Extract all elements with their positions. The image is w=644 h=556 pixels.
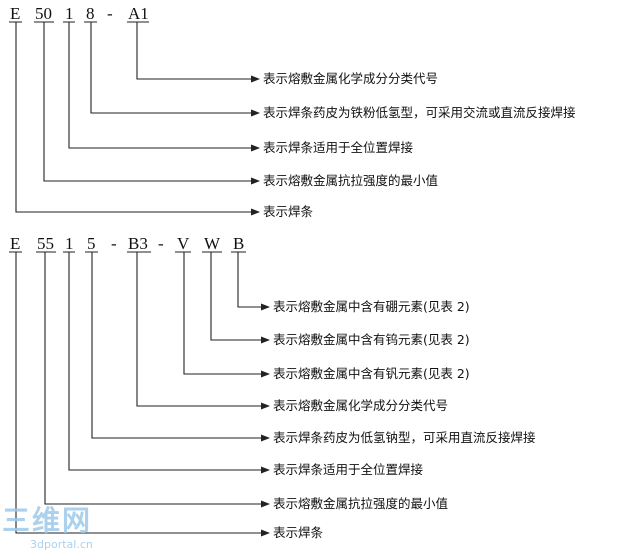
leader-1-position [68, 22, 254, 149]
code-2-strength: 55 [37, 234, 54, 253]
leader-2-e [15, 252, 264, 534]
code-1-strength: 50 [35, 4, 52, 23]
code-1-chem: A1 [128, 4, 149, 23]
code-1-coating: 8 [86, 4, 95, 23]
watermark-url: 3dportal.cn [30, 538, 93, 551]
code-2-dash-2: - [158, 234, 164, 253]
watermark: 三维网 3dportal.cn [2, 504, 93, 551]
code-1-position: 1 [65, 4, 74, 23]
label-1-coating: 表示焊条药皮为铁粉低氢型，可采用交流或直流反接焊接 [263, 105, 576, 120]
label-1-position: 表示焊条适用于全位置焊接 [263, 140, 414, 155]
code-1-dash: - [107, 4, 113, 23]
label-2-chem: 表示熔敷金属化学成分分类代号 [273, 398, 448, 413]
code-2-v: V [177, 234, 190, 253]
arrow-2-chem [261, 402, 270, 410]
leader-2-b [237, 252, 264, 308]
arrow-2-coating [261, 434, 270, 442]
leader-2-w [210, 252, 264, 341]
label-2-b: 表示熔敷金属中含有硼元素(见表 2) [273, 299, 470, 314]
arrow-1-coating [251, 109, 260, 117]
code-2-b: B [233, 234, 244, 253]
code-2-dash-1: - [111, 234, 117, 253]
label-2-position: 表示焊条适用于全位置焊接 [273, 462, 424, 477]
leader-1-coating [90, 22, 254, 114]
arrow-2-v [261, 370, 270, 378]
leader-2-coating [91, 252, 264, 439]
label-1-e: 表示焊条 [263, 204, 314, 219]
label-2-coating: 表示焊条药皮为低氢钠型，可采用直流反接焊接 [273, 430, 536, 445]
leader-1-strength [43, 22, 254, 182]
leader-2-position [68, 252, 264, 471]
code-2-e: E [10, 234, 20, 253]
arrow-2-strength [261, 500, 270, 508]
diagram-1: E 50 1 8 - A1 表示熔敷金属化学成分分类代号 表示焊条药皮为铁粉低氢… [9, 4, 576, 219]
leader-2-strength [44, 252, 264, 505]
code-2-w: W [204, 234, 221, 253]
code-2-position: 1 [65, 234, 74, 253]
code-2-coating: 5 [87, 234, 96, 253]
code-1-e: E [10, 4, 20, 23]
leader-2-v [183, 252, 264, 375]
code-2-chem: B3 [128, 234, 148, 253]
watermark-logo-text: 三维网 [2, 504, 92, 537]
label-1-chem: 表示熔敷金属化学成分分类代号 [263, 71, 438, 86]
label-2-w: 表示熔敷金属中含有钨元素(见表 2) [273, 332, 470, 347]
arrow-1-strength [251, 177, 260, 185]
diagram-2: E 55 1 5 - B3 - V W B [9, 234, 536, 540]
label-2-e: 表示焊条 [273, 525, 324, 540]
arrow-2-e [261, 529, 270, 537]
arrow-1-e [251, 208, 260, 216]
label-1-strength: 表示熔敷金属抗拉强度的最小值 [263, 173, 438, 188]
label-2-v: 表示熔敷金属中含有钒元素(见表 2) [273, 366, 470, 381]
arrow-1-position [251, 144, 260, 152]
arrow-2-b [261, 303, 270, 311]
arrow-1-chem [251, 75, 260, 83]
label-2-strength: 表示熔敷金属抗拉强度的最小值 [273, 496, 448, 511]
leader-2-chem [136, 252, 264, 407]
leader-1-chem [136, 22, 254, 80]
arrow-2-w [261, 336, 270, 344]
leader-1-e [15, 22, 254, 213]
arrow-2-position [261, 466, 270, 474]
